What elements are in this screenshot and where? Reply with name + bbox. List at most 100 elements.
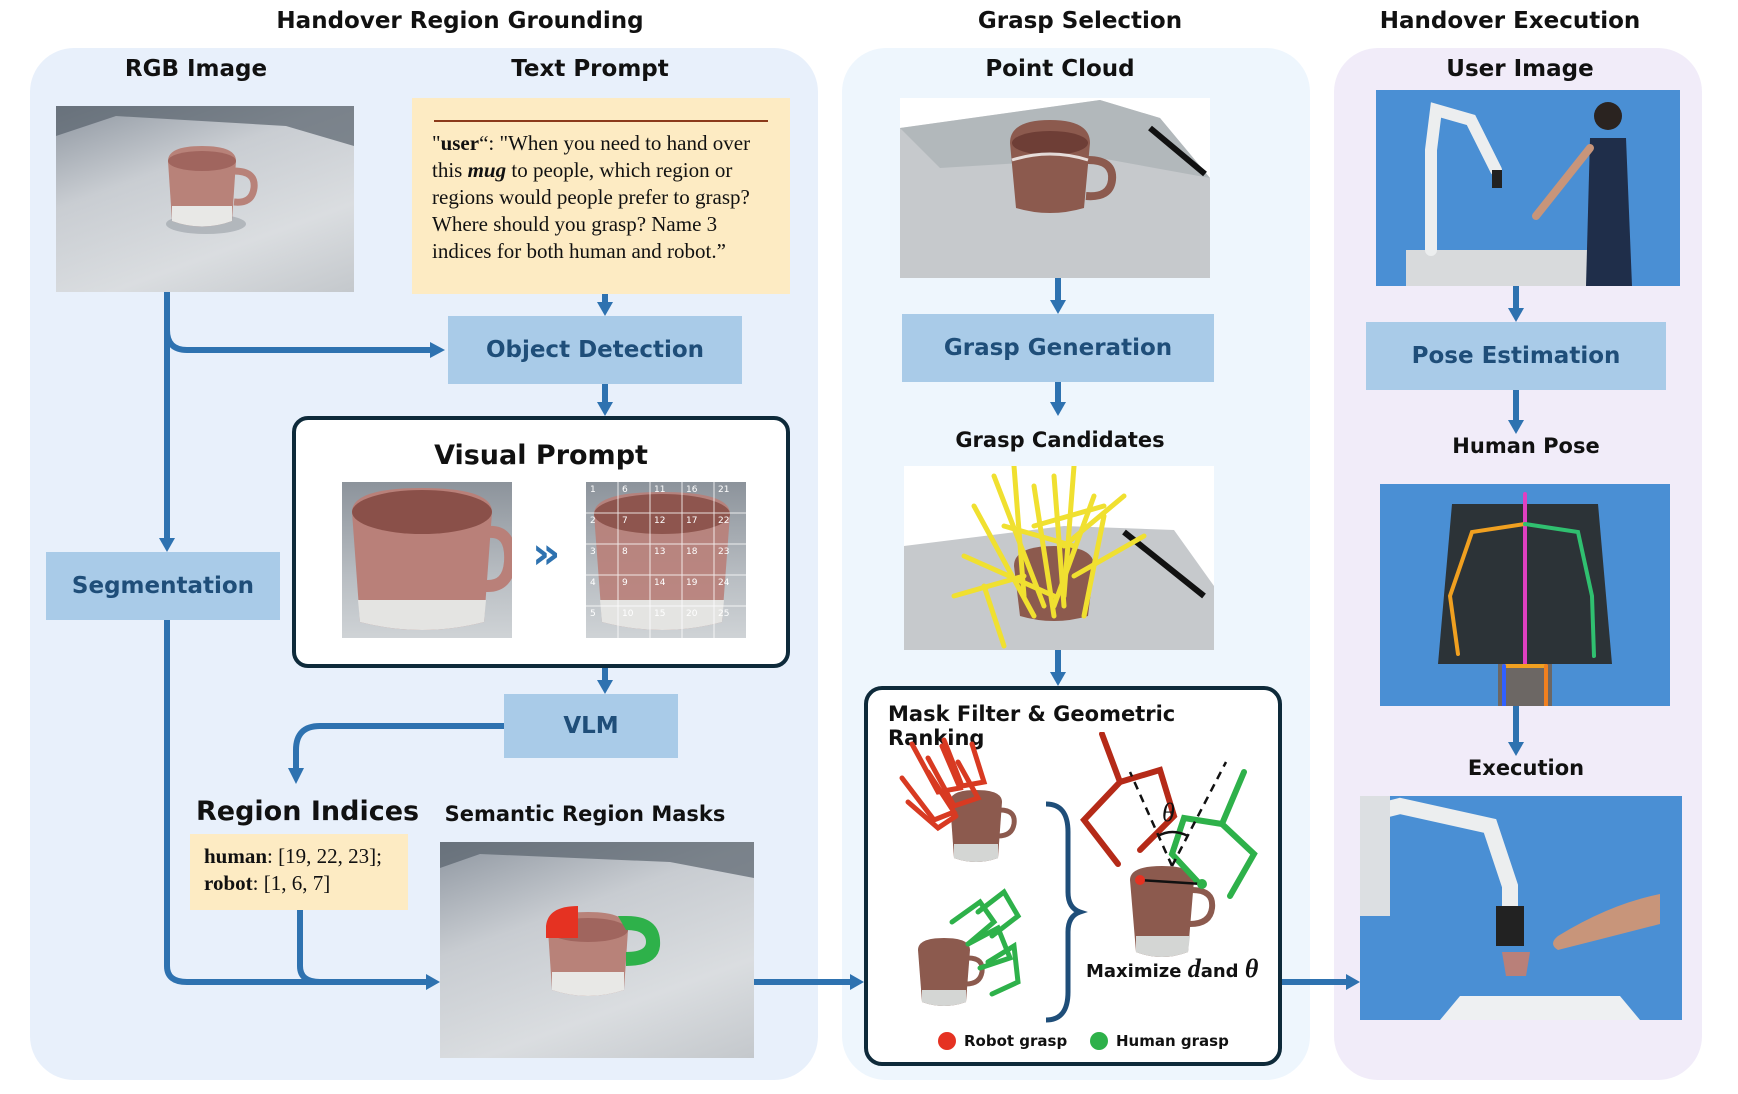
prompt-object: mug <box>467 158 507 182</box>
grid-number: 13 <box>654 547 666 557</box>
grid-number: 7 <box>622 516 628 526</box>
human-label: human <box>204 844 268 868</box>
prompt-speaker: user <box>440 131 480 155</box>
grasp-candidate-line <box>981 583 1007 649</box>
grid-number: 14 <box>654 578 666 588</box>
semantic-masks-title: Semantic Region Masks <box>444 802 726 826</box>
mug-crop-image <box>342 482 512 638</box>
masked-mug-icon <box>440 842 754 996</box>
maximize-label: Maximize dand θ <box>1086 954 1276 984</box>
mask-filter-title: Mask Filter & Geometric Ranking <box>888 702 1176 750</box>
grasp-candidate-line <box>1001 523 1077 549</box>
rgb-image-title: RGB Image <box>124 56 268 82</box>
point-cloud-icon <box>900 100 1210 278</box>
grid-number: 21 <box>718 485 730 495</box>
grid-number: 4 <box>590 578 596 588</box>
pose-estimation-box: Pose Estimation <box>1366 322 1666 390</box>
human-pose-title: Human Pose <box>1452 434 1600 458</box>
human-grasp-dot-icon <box>1090 1032 1108 1050</box>
legend-robot-label: Robot grasp <box>964 1032 1068 1050</box>
segmentation-box: Segmentation <box>46 552 280 620</box>
grasp-candidates-icon <box>904 466 1214 650</box>
point-cloud-title: Point Cloud <box>985 56 1135 82</box>
grid-number: 1 <box>590 485 596 495</box>
grid-number: 18 <box>686 547 698 557</box>
user-image <box>1376 90 1680 286</box>
grid-number: 22 <box>718 516 730 526</box>
robot-handover-icon <box>1360 796 1660 1020</box>
robot-grasp-dot-icon <box>938 1032 956 1050</box>
grasp-candidate-line <box>961 553 1057 599</box>
grasp-candidate-line <box>1071 533 1147 579</box>
grid-number: 3 <box>590 547 596 557</box>
prompt-after-speaker: “: "When you need to hand over this <box>432 131 751 182</box>
section-title-grasp-selection: Grasp Selection <box>977 8 1183 34</box>
grasp-candidates-title: Grasp Candidates <box>955 428 1165 452</box>
skeleton-icon <box>1438 492 1612 706</box>
grid-number: 19 <box>686 578 698 588</box>
theta-label: θ <box>1162 798 1175 827</box>
region-indices-title: Region Indices <box>196 796 420 827</box>
human-pose-image <box>1380 484 1670 706</box>
user-image-title: User Image <box>1446 56 1594 82</box>
grid-number: 8 <box>622 547 628 557</box>
vlm-box: VLM <box>504 694 678 758</box>
text-prompt-title: Text Prompt <box>511 56 669 82</box>
grasp-generation-box: Grasp Generation <box>902 314 1214 382</box>
text-prompt-box: "user“: "When you need to hand over this… <box>412 98 790 294</box>
object-detection-box: Object Detection <box>448 316 742 384</box>
grid-number: 20 <box>686 609 698 619</box>
point-cloud-image <box>900 98 1210 278</box>
d-label: d <box>1150 840 1162 866</box>
robot-value: : [1, 6, 7] <box>252 871 331 895</box>
grid-number: 12 <box>654 516 666 526</box>
grid-number: 6 <box>622 485 628 495</box>
yellow-grasp-lines <box>951 466 1147 649</box>
grid-number: 23 <box>718 547 730 557</box>
prompt-quote-open: " <box>432 131 441 155</box>
maximize-and: and <box>1200 961 1245 982</box>
mug-photo-icon <box>56 106 354 234</box>
grid-number: 17 <box>686 516 698 526</box>
section-title-grounding: Handover Region Grounding <box>276 8 644 34</box>
grasp-candidate-line <box>1031 503 1107 529</box>
section-title-execution: Handover Execution <box>1379 8 1641 34</box>
grasp-candidate-line <box>951 573 1027 599</box>
grid-number: 2 <box>590 516 596 526</box>
robot-human-icon <box>1406 102 1632 286</box>
maximize-theta: θ <box>1244 954 1259 983</box>
visual-prompt-title: Visual Prompt <box>434 440 648 471</box>
maximize-d: d <box>1187 954 1201 983</box>
prompt-rule <box>434 120 768 122</box>
grasp-candidate-line <box>1061 493 1127 549</box>
grasp-candidates-image <box>904 466 1214 650</box>
mask-filter-box: Mask Filter & Geometric Ranking <box>864 686 1282 1066</box>
rgb-image <box>56 106 354 292</box>
prompt-text: "user“: "When you need to hand over this… <box>432 130 776 265</box>
grid-number: 24 <box>718 578 730 588</box>
robot-label: robot <box>204 871 253 895</box>
semantic-masks-image <box>440 842 754 1058</box>
grid-number: 9 <box>622 578 628 588</box>
grid-number: 15 <box>654 609 666 619</box>
grid-number: 25 <box>718 609 730 619</box>
legend-human-label: Human grasp <box>1116 1032 1229 1050</box>
mask-filter-illustration <box>899 732 1258 1023</box>
mug-crop-icon <box>352 488 512 630</box>
prompt-rest: to people, which region or regions would… <box>432 158 750 263</box>
maximize-prefix: Maximize <box>1086 961 1188 982</box>
execution-title: Execution <box>1467 756 1585 780</box>
human-value: : [19, 22, 23]; <box>267 844 382 868</box>
grasp-candidate-line <box>1051 493 1097 609</box>
execution-image <box>1360 796 1682 1020</box>
mug-grid-icon <box>586 482 746 638</box>
chevron-right-icon: » <box>532 528 561 579</box>
region-indices-box: human: [19, 22, 23]; robot: [1, 6, 7] <box>190 834 408 910</box>
grasp-candidate-line <box>1081 513 1107 619</box>
grid-number: 16 <box>686 485 698 495</box>
grid-number: 10 <box>622 609 634 619</box>
grid-number: 5 <box>590 609 596 619</box>
